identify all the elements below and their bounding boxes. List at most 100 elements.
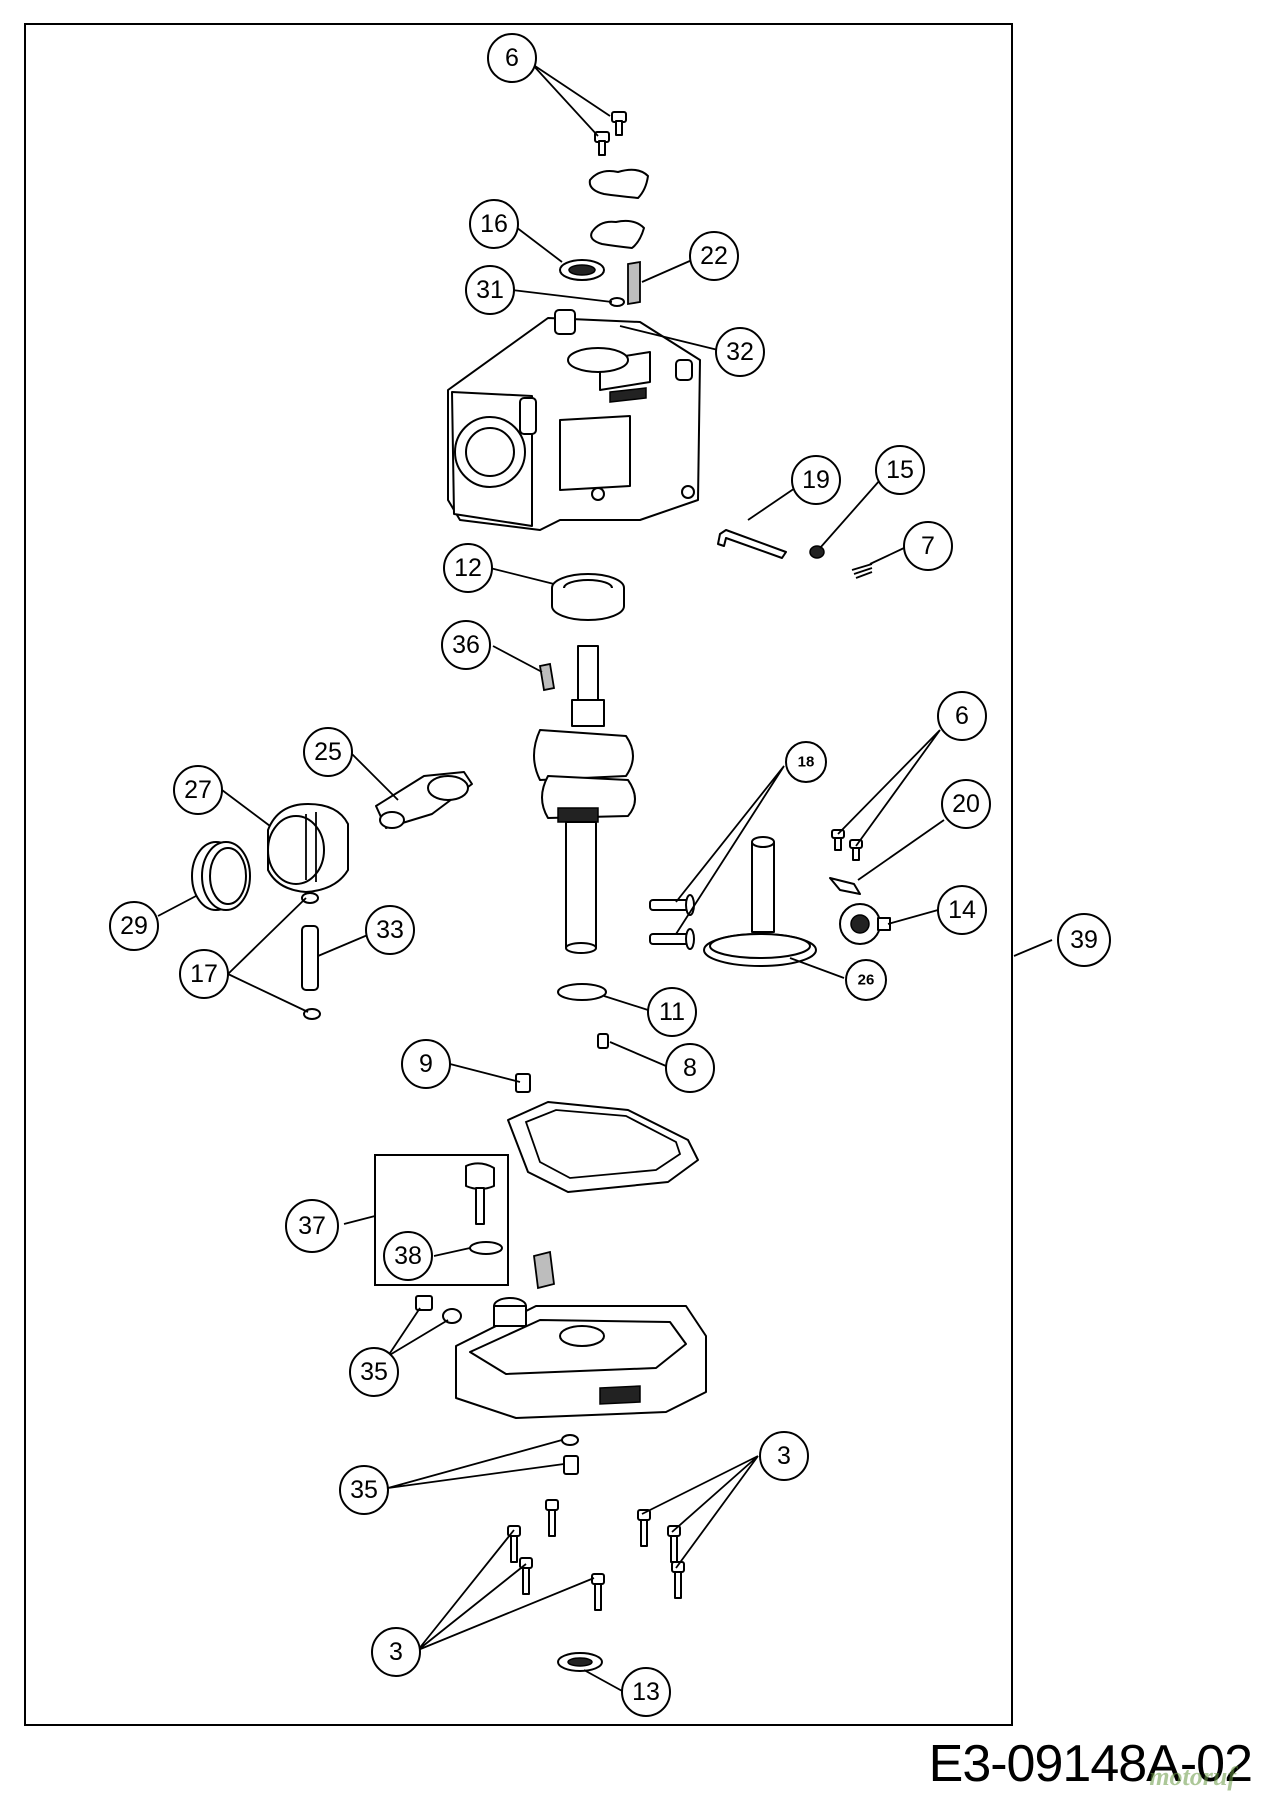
svg-text:19: 19	[802, 466, 830, 494]
oil-seal-part	[559, 259, 605, 281]
svg-text:18: 18	[798, 754, 815, 771]
callout-26: 26	[845, 959, 887, 1001]
gasket-part	[507, 1101, 699, 1193]
cylinder-block-part	[447, 309, 701, 531]
callout-19: 19	[791, 455, 841, 505]
callout-38: 38	[383, 1231, 433, 1281]
svg-text:20: 20	[952, 790, 980, 818]
callout-37: 37	[285, 1199, 339, 1253]
diagram-frame	[24, 23, 1013, 1726]
drain-plug-part	[415, 1295, 462, 1324]
svg-text:27: 27	[184, 776, 212, 804]
svg-text:17: 17	[190, 960, 218, 988]
svg-text:38: 38	[394, 1242, 422, 1270]
svg-text:15: 15	[886, 456, 914, 484]
bolt-part	[507, 1499, 685, 1611]
callout-35: 35	[339, 1465, 389, 1515]
cover-plate-part	[590, 219, 645, 249]
svg-text:29: 29	[120, 912, 148, 940]
svg-text:3: 3	[777, 1442, 791, 1470]
callout-12: 12	[443, 543, 493, 593]
svg-text:39: 39	[1070, 926, 1098, 954]
breather-part	[533, 1250, 555, 1290]
callout-22: 22	[689, 231, 739, 281]
callout-29: 29	[109, 901, 159, 951]
svg-text:22: 22	[700, 242, 728, 270]
piston-rings-part	[191, 841, 251, 911]
svg-text:26: 26	[858, 972, 875, 989]
rod-part	[717, 529, 787, 559]
washer-part	[561, 1434, 579, 1446]
svg-text:37: 37	[298, 1212, 326, 1240]
svg-text:35: 35	[360, 1358, 388, 1386]
callout-7: 7	[903, 521, 953, 571]
svg-text:9: 9	[419, 1050, 433, 1078]
callout-27: 27	[173, 765, 223, 815]
piston-pin-part	[301, 925, 319, 991]
callout-3: 3	[371, 1627, 421, 1677]
circlip-part	[301, 892, 319, 904]
callout-8: 8	[665, 1043, 715, 1093]
callout-6: 6	[937, 691, 987, 741]
camshaft-part	[703, 836, 817, 967]
svg-text:33: 33	[376, 916, 404, 944]
nut-part	[809, 545, 825, 559]
svg-text:7: 7	[921, 532, 935, 560]
callout-11: 11	[647, 987, 697, 1037]
bolt-part	[594, 111, 627, 156]
callout-31: 31	[465, 265, 515, 315]
callout-6: 6	[487, 33, 537, 83]
bracket-part	[829, 877, 861, 895]
callout-35: 35	[349, 1347, 399, 1397]
callout-15: 15	[875, 445, 925, 495]
callout-16: 16	[469, 199, 519, 249]
dipstick-kit-box	[374, 1154, 509, 1286]
spring-clip-part	[851, 563, 873, 579]
piston-part	[267, 803, 349, 893]
svg-text:14: 14	[948, 896, 976, 924]
clip-part	[609, 297, 625, 307]
callout-18: 18	[785, 741, 827, 783]
svg-text:36: 36	[452, 631, 480, 659]
callout-14: 14	[937, 885, 987, 935]
svg-text:16: 16	[480, 210, 508, 238]
callout-39: 39	[1057, 913, 1111, 967]
svg-text:6: 6	[505, 44, 519, 72]
svg-text:35: 35	[350, 1476, 378, 1504]
svg-text:11: 11	[659, 998, 685, 1026]
drain-plug-part	[563, 1455, 579, 1475]
callout-25: 25	[303, 727, 353, 777]
oil-seal-part	[557, 1652, 603, 1672]
woodruff-key-part	[538, 662, 556, 692]
svg-text:31: 31	[476, 276, 504, 304]
callout-17: 17	[179, 949, 229, 999]
crankshaft-part	[533, 645, 636, 954]
svg-text:32: 32	[726, 338, 754, 366]
callout-13: 13	[621, 1667, 671, 1717]
connecting-rod-part	[375, 771, 473, 829]
gasket-inner	[524, 1109, 682, 1179]
crankcase-cover-part	[455, 1297, 707, 1419]
svg-text:8: 8	[683, 1054, 697, 1082]
callout-3: 3	[759, 1431, 809, 1481]
callout-32: 32	[715, 327, 765, 377]
svg-text:3: 3	[389, 1638, 403, 1666]
leader-lines	[157, 63, 1053, 1693]
dowel-pin-part	[597, 1033, 609, 1049]
cover-plate-part	[588, 168, 649, 199]
drawing-code: E3-09148A-02	[928, 1735, 1253, 1793]
svg-text:13: 13	[632, 1678, 660, 1706]
callout-9: 9	[401, 1039, 451, 1089]
key-part	[627, 260, 641, 306]
watermark-logo: motoruf	[1149, 1762, 1236, 1791]
callout-20: 20	[941, 779, 991, 829]
callout-36: 36	[441, 620, 491, 670]
dowel-pin-part	[515, 1073, 531, 1093]
callout-33: 33	[365, 905, 415, 955]
svg-text:6: 6	[955, 702, 969, 730]
svg-text:25: 25	[314, 738, 342, 766]
thrust-washer-part	[557, 983, 607, 1001]
dipstick-part	[465, 1162, 503, 1255]
pin-part	[649, 894, 695, 950]
